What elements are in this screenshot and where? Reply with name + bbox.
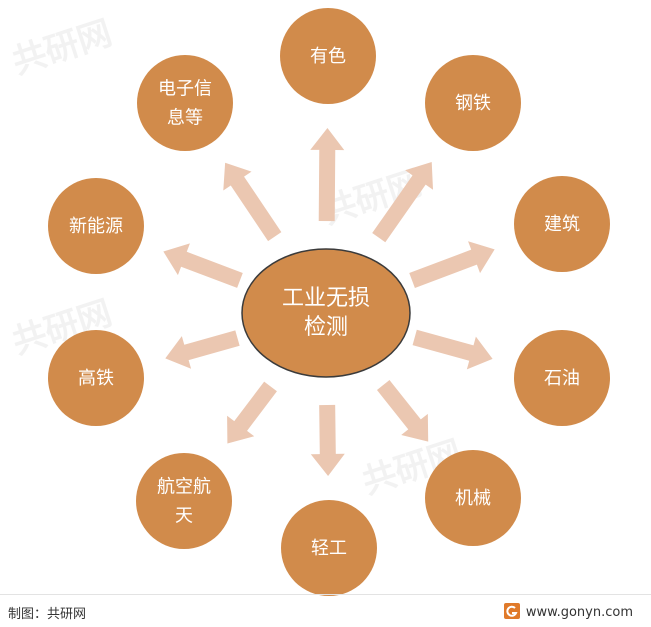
arrow-to-petroleum [412,329,493,370]
node-label-light-industry-line-1: 轻工 [311,538,347,559]
node-circle-electronics [137,55,233,151]
node-label-high-speed-rail-line-1: 高铁 [78,368,114,389]
arrow-to-new-energy [163,243,243,288]
center-label-line-1: 工业无损 [282,286,370,311]
node-label-new-energy-line-1: 新能源 [69,216,123,237]
arrow-to-nonferrous [310,127,345,222]
node-nonferrous: 有色 [280,8,376,104]
node-steel: 钢铁 [425,55,521,151]
node-circle-nonferrous [280,8,376,104]
node-circle-new-energy [48,178,144,274]
node-circle-aerospace [136,453,232,549]
arrow-to-high-speed-rail [165,330,240,369]
center-node: 工业无损 检测 [241,248,411,378]
node-circle-steel [425,55,521,151]
arrow-to-steel [372,161,434,243]
node-new-energy: 新能源 [48,178,144,274]
arrow-to-construction [409,241,495,289]
node-high-speed-rail: 高铁 [48,330,144,426]
node-circle-light-industry [281,500,377,596]
arrow-to-light-industry [310,404,345,477]
gonyn-logo-icon [503,603,520,619]
node-label-machinery-line-1: 机械 [455,488,491,509]
node-circle-petroleum [514,330,610,426]
node-circle-high-speed-rail [48,330,144,426]
site-link[interactable]: www.gonyn.com [503,603,633,620]
node-label-construction-line-1: 建筑 [544,214,580,235]
node-label-electronics-line-1: 电子信 [158,79,212,100]
node-circle-construction [514,176,610,272]
node-light-industry: 轻工 [281,500,377,596]
arrow-group [163,127,495,477]
center-ellipse [241,248,411,378]
node-circle-machinery [425,450,521,546]
credit-text: 制图：共研网 [8,607,87,622]
node-label-steel-line-1: 钢铁 [455,93,491,114]
arrow-to-electronics [223,162,282,242]
site-url: www.gonyn.com [525,605,633,620]
arrow-to-aerospace [227,381,277,444]
node-label-aerospace-line-2: 天 [175,506,193,527]
center-label-line-2: 检测 [304,315,348,340]
node-label-petroleum-line-1: 石油 [544,368,580,389]
node-label-nonferrous-line-1: 有色 [310,46,346,67]
node-petroleum: 石油 [514,330,610,426]
node-label-electronics-line-2: 息等 [167,108,203,129]
footer: 制图：共研网 www.gonyn.com [0,594,651,627]
node-label-aerospace-line-1: 航空航 [157,477,211,498]
arrow-to-machinery [376,380,429,442]
node-construction: 建筑 [514,176,610,272]
node-machinery: 机械 [425,450,521,546]
